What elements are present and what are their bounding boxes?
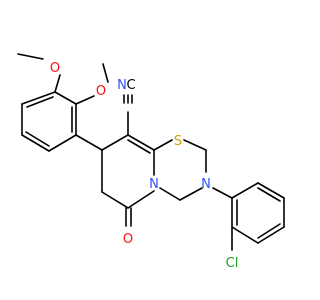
bond <box>179 187 203 201</box>
bond <box>257 223 281 239</box>
bond <box>54 91 77 105</box>
atom-s-ring: S <box>174 134 182 149</box>
bond <box>48 134 77 152</box>
bond <box>21 91 56 105</box>
bond <box>231 226 259 244</box>
bond <box>159 187 181 201</box>
atom-labels: O O N C S N N O Cl <box>50 61 238 271</box>
bond <box>102 63 109 83</box>
molecule-structure: O O N C S N N O Cl <box>17 53 285 271</box>
atom-o-carbonyl: O <box>123 232 133 247</box>
atom-cl: Cl <box>226 256 239 271</box>
bond <box>101 191 129 209</box>
bond <box>101 134 129 151</box>
bonds <box>17 53 285 251</box>
bond <box>54 74 61 93</box>
bond <box>257 182 285 199</box>
bond <box>127 139 151 154</box>
bond <box>212 187 233 199</box>
atom-n-ring2: N <box>201 177 211 192</box>
bond <box>26 96 54 108</box>
bond <box>153 139 173 151</box>
atom-c-nitrile: C <box>126 78 135 93</box>
atom-o-methoxy2: O <box>96 84 106 99</box>
bond <box>231 182 259 199</box>
bond <box>127 190 155 209</box>
bond <box>183 139 207 151</box>
bond <box>257 187 281 202</box>
bond <box>75 95 95 105</box>
atom-o-methoxy1: O <box>50 61 60 76</box>
bond <box>25 131 50 147</box>
bond <box>257 226 285 244</box>
bond <box>17 53 44 60</box>
bond <box>127 134 155 151</box>
bond <box>21 134 50 152</box>
atom-n-nitrile: N <box>117 78 127 93</box>
bond <box>75 134 103 151</box>
atom-n-ring1: N <box>149 177 159 192</box>
